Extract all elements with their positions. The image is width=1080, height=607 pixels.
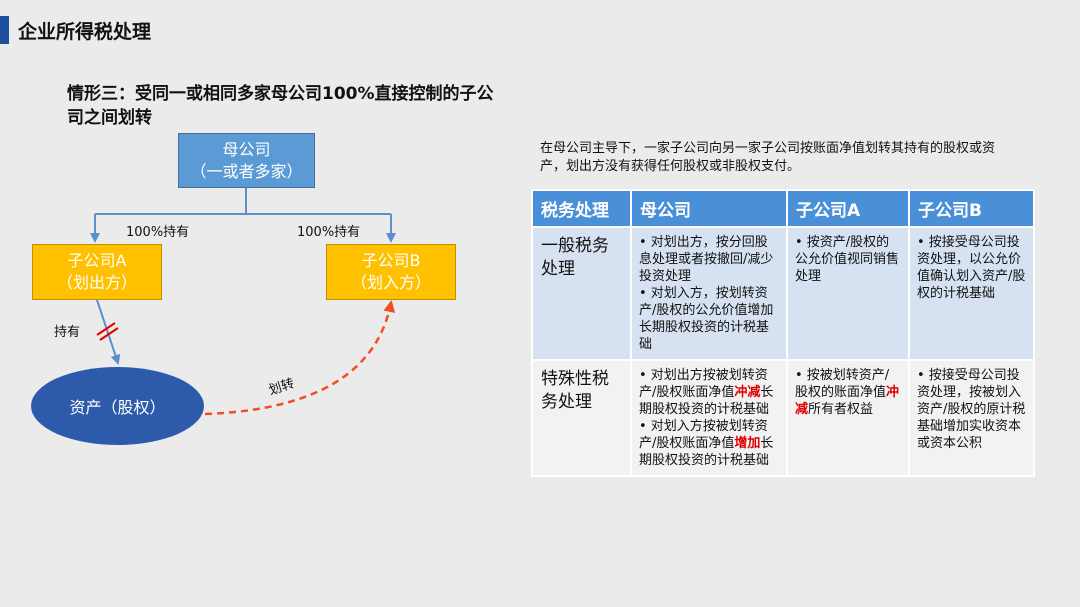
emphasis-increase: 增加	[734, 436, 761, 451]
hold-asset-label: 持有	[54, 325, 81, 340]
cell-general-sub-a: • 按资产/股权的公允价值视同销售处理	[786, 226, 910, 361]
header-sub-a: 子公司A	[786, 189, 910, 228]
cell-text: • 对划入方，按划转资产/股权的公允价值增加长期股权投资的计税基础	[639, 286, 774, 352]
subsidiary-a-box: 子公司A （划出方）	[32, 244, 162, 300]
hold-right-label: 100%持有	[297, 225, 361, 240]
hold-left-label: 100%持有	[126, 225, 190, 240]
cell-text: • 按接受母公司投资处理，按被划入资产/股权的原计税基础增加实收资本或资本公积	[917, 368, 1026, 451]
cell-text: • 对划入方按被划转资产/股权账面净值增加长期股权投资的计税基础	[639, 418, 779, 469]
cell-text: • 按资产/股权的公允价值视同销售处理	[795, 235, 900, 284]
row-label-general: 一般税务处理	[531, 226, 632, 361]
table-row-general: 一般税务处理 • 对划出方，按分回股息处理或者按撤回/减少投资处理 • 对划入方…	[531, 226, 1035, 361]
text-part: 所有者权益	[808, 402, 874, 417]
tax-treatment-table: 税务处理 母公司 子公司A 子公司B 一般税务处理 • 对划出方，按分回股息处理…	[531, 189, 1035, 477]
hold-asset-arrow	[96, 299, 121, 365]
cell-special-parent: • 对划出方按被划转资产/股权账面净值冲减长期股权投资的计税基础 • 对划入方按…	[630, 359, 788, 477]
table-header-row: 税务处理 母公司 子公司A 子公司B	[531, 189, 1035, 228]
transfer-dashed-arrow	[204, 300, 396, 416]
emphasis-decrease: 冲减	[734, 385, 761, 400]
text-part: • 对划出方按被划转资产/股权账面净值	[639, 368, 768, 400]
page-title: 企业所得税处理	[18, 21, 152, 43]
cut-mark-1	[96, 322, 116, 336]
cell-text: • 按被划转资产/股权的账面净值冲减所有者权益	[795, 367, 901, 418]
cell-general-sub-b: • 按接受母公司投资处理，以公允价值确认划入资产/股权的计税基础	[908, 226, 1035, 361]
text-part: • 按被划转资产/股权的账面净值	[795, 368, 890, 400]
header-parent: 母公司	[630, 189, 788, 228]
cell-text: • 对划出方按被划转资产/股权账面净值冲减长期股权投资的计税基础	[639, 367, 779, 418]
header-tax-treatment: 税务处理	[531, 189, 632, 228]
header-sub-b: 子公司B	[908, 189, 1035, 228]
parent-company-sub-label: （一或者多家）	[190, 161, 303, 181]
emphasis-decrease: 冲减	[795, 385, 900, 417]
text-part: 长期股权投资的计税基础	[639, 385, 774, 417]
cut-mark-2	[99, 327, 119, 341]
subsidiary-a-role: （划出方）	[56, 273, 137, 292]
subsidiary-b-label: 子公司B	[361, 251, 421, 270]
scenario-description: 在母公司主导下，一家子公司向另一家子公司按账面净值划转其持有的股权或资产，划出方…	[540, 141, 996, 174]
subsidiary-b-box: 子公司B （划入方）	[326, 244, 456, 300]
subsidiary-b-role: （划入方）	[350, 273, 431, 292]
row-label-special: 特殊性税务处理	[531, 359, 632, 477]
cell-special-sub-a: • 按被划转资产/股权的账面净值冲减所有者权益	[786, 359, 910, 477]
cell-text: • 按接受母公司投资处理，以公允价值确认划入资产/股权的计税基础	[917, 235, 1026, 301]
parent-company-box: 母公司 （一或者多家）	[178, 133, 315, 188]
cell-text: • 对划出方，按分回股息处理或者按撤回/减少投资处理	[639, 235, 774, 284]
text-part: 长期股权投资的计税基础	[639, 436, 774, 468]
scenario-title: 情形三：受同一或相同多家母公司100%直接控制的子公司之间划转	[67, 84, 494, 128]
table-row-special: 特殊性税务处理 • 对划出方按被划转资产/股权账面净值冲减长期股权投资的计税基础…	[531, 359, 1035, 477]
cell-special-sub-b: • 按接受母公司投资处理，按被划入资产/股权的原计税基础增加实收资本或资本公积	[908, 359, 1035, 477]
header-accent-bar	[0, 16, 9, 44]
text-part: • 对划入方按被划转资产/股权账面净值	[639, 419, 768, 451]
cell-general-parent: • 对划出方，按分回股息处理或者按撤回/减少投资处理 • 对划入方，按划转资产/…	[630, 226, 788, 361]
subsidiary-a-label: 子公司A	[67, 251, 127, 270]
asset-ellipse: 资产（股权）	[31, 367, 204, 445]
parent-company-label: 母公司	[222, 139, 271, 159]
